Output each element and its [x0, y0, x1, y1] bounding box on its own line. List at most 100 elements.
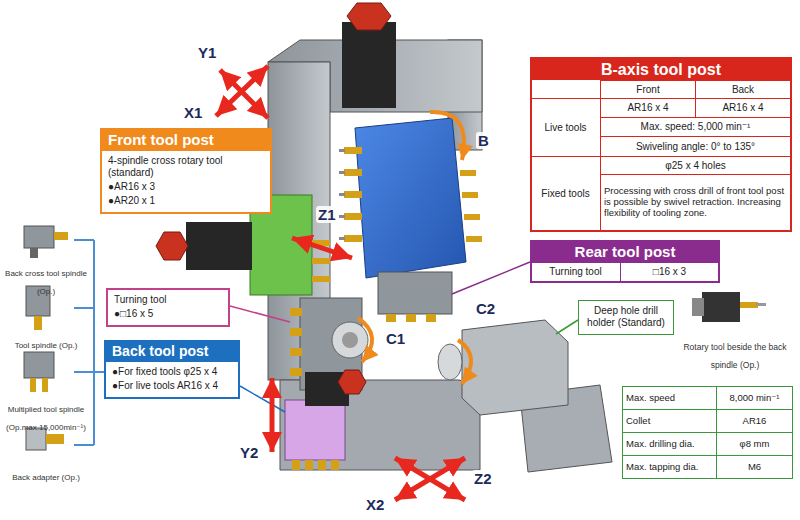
drill-holder-callout: Deep hole drill holder (Standard) [578, 300, 674, 335]
axis-label-text: Z2 [474, 470, 492, 487]
b-axis-post [462, 192, 478, 198]
axis-label-text: Y2 [240, 444, 258, 461]
back-tool-post [292, 460, 300, 470]
axis-arrows [216, 66, 268, 116]
table-cell: □16 x 3 [620, 262, 718, 281]
option-caption: Back adapter (Op.) [2, 466, 90, 484]
option-icons [46, 434, 64, 444]
body-text: ●AR16 x 3 [102, 180, 270, 194]
back-tool-post [305, 460, 313, 470]
axis-arrows [220, 70, 268, 118]
axis-label: C2 [474, 300, 497, 317]
body-text: ●□16 x 5 [108, 307, 228, 321]
axis-label: Z2 [472, 470, 494, 487]
table-cell: Collet [622, 409, 716, 432]
axis-label: Y1 [196, 44, 218, 61]
rear-tool-post [426, 314, 436, 322]
option-icons [54, 232, 68, 240]
table-cell-text: AR16 x 4 [627, 102, 668, 114]
rear-tool-post [378, 272, 452, 314]
table-cell: Max. speed: 5,000 min⁻¹ [600, 117, 790, 136]
option-icons [42, 378, 48, 392]
table-cell: AR16 [716, 409, 792, 432]
back-spindle [438, 320, 568, 415]
option-bracket [74, 307, 94, 309]
b-axis-post [344, 235, 362, 242]
leader-lines [556, 320, 578, 334]
b-axis-post [344, 169, 362, 176]
back-spindle [438, 344, 462, 380]
table-cell: Back [695, 80, 790, 98]
table-cell: Live tools [530, 98, 600, 156]
table-cell-text: Max. speed [626, 393, 675, 404]
b-axis-post [344, 147, 362, 154]
back-tool-post [285, 400, 345, 460]
option-icons [24, 352, 54, 378]
table-cell-text: □16 x 3 [653, 266, 686, 278]
heading-band: B-axis tool post [532, 59, 790, 80]
table-cell: Turning tool [530, 262, 620, 281]
option-caption: Multiplied tool spindle (Op.max.15,000mi… [2, 398, 90, 433]
table-cell: Max. drilling dia. [622, 432, 716, 455]
rear-tool-post [406, 314, 416, 322]
table-cell: AR16 x 4 [600, 98, 695, 117]
rotary-tool-icon [692, 292, 766, 322]
b-axis-post [339, 171, 345, 174]
axis-label: C1 [384, 330, 407, 347]
body-text: Turning tool [108, 290, 228, 307]
b-axis-post [344, 213, 362, 220]
b-axis-post [339, 193, 345, 196]
b-axis-post [339, 215, 345, 218]
table-cell-text: Back [732, 84, 754, 96]
table-cell-text: φ25 x 4 holes [665, 160, 725, 172]
axis-label: B [476, 132, 491, 149]
b-axis-post [344, 191, 362, 198]
turning-tool-callout: Turning tool●□16 x 5 [106, 288, 230, 327]
table-cell-text: Processing with cross drill of front too… [604, 186, 787, 219]
b-axis-post [460, 170, 476, 176]
axis-label-text: X1 [184, 104, 202, 121]
back-spindle [462, 320, 568, 415]
table-cell: Fixed tools [530, 156, 600, 230]
table-cell-text: Collet [626, 416, 650, 427]
axis-label: Z1 [316, 206, 338, 223]
table-cell: Processing with cross drill of front too… [600, 174, 790, 230]
table-cell-text: Max. tapping dia. [626, 462, 698, 473]
b-axis-post [339, 149, 345, 152]
leader-lines [230, 306, 290, 322]
axis-label: X1 [182, 104, 204, 121]
b-axis-post [339, 118, 482, 278]
b-axis-post [464, 214, 480, 220]
turret-and-spindle [342, 332, 358, 348]
option-bracket [74, 239, 94, 241]
rotation-arrows [458, 340, 471, 384]
turret-and-spindle [290, 308, 302, 316]
table-cell-text: Turning tool [549, 266, 601, 278]
option-caption: Tool spindle (Op.) [2, 334, 90, 352]
leader-lines [452, 262, 530, 294]
option-icons [24, 226, 68, 450]
front-tool-post [312, 276, 330, 282]
table-cell-text: Front [636, 84, 659, 96]
rotation-arrows [358, 112, 471, 384]
option-caption: Rotary tool beside the back spindle (Op.… [678, 336, 792, 371]
table-cell: Swiveling angle: 0° to 135° [600, 136, 790, 156]
option-bracket [93, 240, 95, 445]
option-icons [30, 378, 36, 392]
table-cell-text: φ8 mm [740, 439, 770, 450]
option-caption-text: Rotary tool beside the back spindle (Op.… [683, 342, 786, 370]
axis-label-text: X2 [366, 496, 384, 513]
table-cell: Max. speed [622, 386, 716, 409]
rear-tool-post [378, 272, 452, 322]
option-icons [30, 248, 38, 258]
heading-band: Front tool post [102, 130, 270, 151]
table-cell-text: Fixed tools [541, 188, 589, 200]
rotary-tool-icon [756, 303, 766, 306]
b-axis-post [355, 118, 466, 278]
body-text: Deep hole drill holder (Standard) [579, 301, 673, 330]
turret-and-spindle [290, 328, 302, 336]
option-caption-text: Back cross tool spindle (Op.) [5, 269, 87, 296]
option-caption: Back cross tool spindle (Op.) [2, 262, 90, 297]
turret-and-spindle [290, 368, 302, 376]
axis-label-text: C2 [476, 300, 495, 317]
